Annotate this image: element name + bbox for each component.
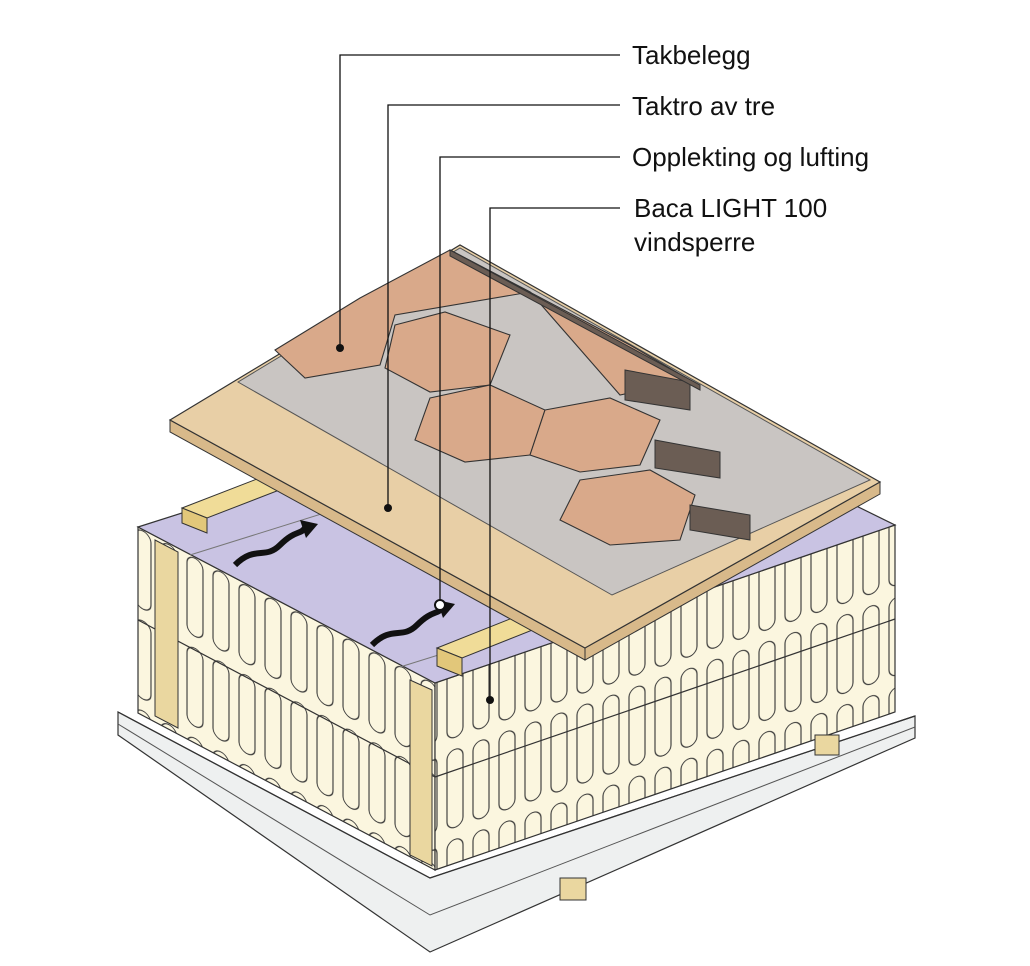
label-wood-decking: Taktro av tre xyxy=(632,91,775,121)
insulation-block xyxy=(137,524,896,901)
label-wind-barrier-line2: vindsperre xyxy=(634,227,755,257)
shingle-step xyxy=(449,249,751,541)
timber-block xyxy=(559,877,587,901)
label-battens-ventilation: Opplekting og lufting xyxy=(632,142,869,172)
base-slab xyxy=(117,711,916,953)
label-roof-covering: Takbelegg xyxy=(632,40,751,70)
label-wind-barrier-line1: Baca LIGHT 100 xyxy=(634,193,827,223)
timber-block xyxy=(814,734,840,756)
leader-lines xyxy=(336,54,620,704)
batten xyxy=(435,614,547,677)
airflow-arrow-icon xyxy=(232,520,318,568)
